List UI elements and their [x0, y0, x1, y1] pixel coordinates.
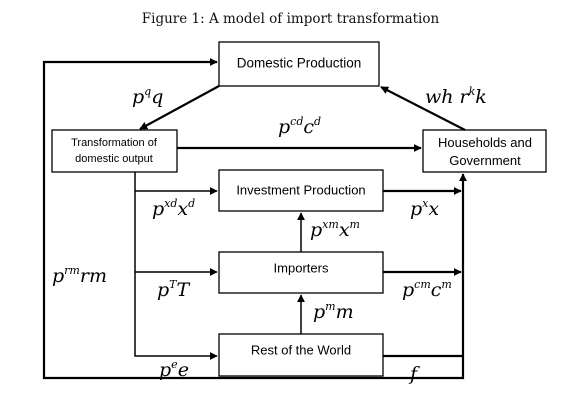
- label-f: f: [408, 363, 420, 385]
- label-pcm-cm: pcmcm: [402, 278, 452, 301]
- label-pe-e: pee: [159, 358, 189, 381]
- svg-text:Households and: Households and: [438, 135, 532, 150]
- svg-text:domestic output: domestic output: [75, 153, 153, 165]
- svg-text:Rest of the World: Rest of the World: [251, 342, 351, 357]
- label-pxm-xm: pxmxm: [310, 218, 360, 241]
- svg-text:Government: Government: [449, 153, 521, 168]
- edge-domestic-to-transformation: [139, 85, 220, 130]
- svg-text:Importers: Importers: [274, 260, 329, 275]
- edge-households-to-domestic: [380, 86, 466, 131]
- label-whrk: wh rkk: [425, 85, 487, 108]
- figure-caption: Figure 1: A model of import transformati…: [141, 11, 440, 27]
- node-domestic-production: Domestic Production: [218, 41, 380, 87]
- node-importers: Importers: [218, 251, 384, 294]
- node-households-government: Households and Government: [422, 129, 547, 173]
- node-investment-production: Investment Production: [218, 169, 384, 212]
- svg-text:Transformation of: Transformation of: [71, 137, 158, 149]
- label-px-x: pxx: [410, 197, 439, 220]
- svg-text:Domestic Production: Domestic Production: [237, 56, 362, 71]
- label-pT-T: pTT: [157, 278, 191, 301]
- node-transformation: Transformation of domestic output: [51, 129, 178, 173]
- edge-transformation-trunk: [134, 172, 218, 360]
- label-pq: pqq: [132, 85, 163, 108]
- node-rest-of-world: Rest of the World: [218, 333, 384, 377]
- label-prm-rm: prmrm: [52, 264, 107, 287]
- edge-outer-loop: [42, 58, 465, 380]
- label-pxd-xd: pxdxd: [152, 197, 195, 220]
- svg-text:Investment Production: Investment Production: [236, 182, 365, 197]
- label-pm-m: pmm: [313, 300, 354, 323]
- label-pcd-cd: pcdcd: [278, 115, 321, 138]
